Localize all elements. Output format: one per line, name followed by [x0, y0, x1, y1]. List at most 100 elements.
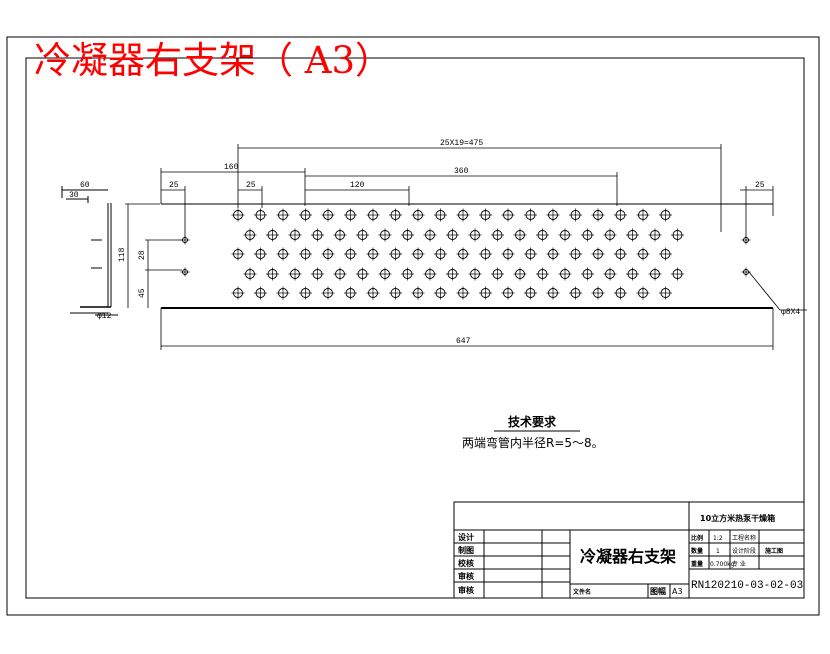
tb-spec-label: 专 业 — [732, 560, 746, 568]
vent-hole — [411, 247, 425, 261]
tb-weight-label: 重量 — [691, 560, 703, 568]
vent-hole — [299, 286, 312, 300]
vent-hole — [636, 286, 650, 300]
tb-stage-value: 施工图 — [765, 547, 783, 555]
drawing-title: 冷凝器右支架（ A3） — [34, 39, 392, 82]
vent-hole — [558, 228, 572, 242]
vent-hole — [648, 228, 662, 242]
tb-project-label: 工程名称 — [732, 534, 756, 542]
vent-hole — [411, 208, 425, 222]
outer-frame — [6, 36, 820, 616]
vent-hole — [389, 247, 402, 261]
vent-hole — [671, 267, 684, 281]
vent-hole — [311, 267, 324, 281]
tb-scale-label: 比例 — [691, 534, 703, 542]
vent-hole — [333, 228, 347, 242]
dim-pitch: 25X19=475 — [440, 139, 483, 148]
vent-hole — [344, 286, 357, 300]
vent-hole — [389, 208, 402, 222]
tb-size-label: 图幅 — [650, 586, 666, 596]
vent-hole — [479, 208, 492, 222]
dim-60: 60 — [80, 181, 90, 190]
vent-hole — [299, 208, 312, 222]
vent-hole — [276, 247, 290, 261]
vent-hole — [614, 247, 627, 261]
vent-hole — [356, 267, 369, 281]
vent-hole — [366, 247, 380, 261]
vent-hole — [266, 267, 279, 281]
vent-hole — [671, 228, 684, 242]
dim-160: 160 — [224, 163, 239, 172]
vent-hole — [446, 267, 459, 281]
plate-outline — [161, 203, 773, 309]
vent-hole — [513, 228, 527, 242]
title-block — [453, 501, 805, 599]
vent-hole — [636, 247, 650, 261]
vent-hole — [569, 286, 582, 300]
left-dims — [125, 203, 182, 308]
tb-sheet-size: A3 — [672, 587, 683, 596]
mount-hole — [741, 235, 751, 245]
dim-647: 647 — [456, 337, 471, 346]
vent-hole — [356, 228, 369, 242]
vent-hole — [524, 208, 537, 222]
dim-28: 28 — [138, 250, 147, 260]
vent-hole — [231, 208, 245, 222]
vent-hole — [344, 208, 357, 222]
dim-360: 360 — [454, 167, 469, 176]
vent-hole — [344, 247, 357, 261]
vent-hole — [243, 228, 257, 242]
vent-hole — [591, 247, 605, 261]
vent-hole — [581, 267, 594, 281]
tb-qty-label: 数量 — [691, 547, 703, 555]
vent-hole — [311, 228, 324, 242]
tb-part-name: 冷凝器右支架 — [580, 547, 676, 566]
vent-hole — [659, 247, 672, 261]
vent-hole — [378, 228, 392, 242]
vent-hole — [626, 267, 639, 281]
tb-row-approve: 审核 — [458, 585, 474, 595]
tb-scale-value: 1:2 — [713, 535, 723, 542]
vent-hole — [648, 267, 662, 281]
notes-line1: 两端弯管内半径R=5～8。 — [462, 435, 604, 450]
mount-hole — [180, 267, 190, 277]
tb-row-design: 设计 — [458, 532, 474, 542]
vent-hole — [501, 247, 515, 261]
vent-hole — [288, 228, 302, 242]
tb-row-draw: 制图 — [458, 545, 474, 555]
mount-hole — [741, 267, 751, 277]
bottom-dims — [160, 271, 807, 350]
vent-hole — [603, 267, 617, 281]
vent-hole — [243, 267, 257, 281]
vent-hole — [513, 267, 527, 281]
vent-hole — [423, 228, 437, 242]
vent-hole — [456, 286, 470, 300]
vent-hole — [479, 247, 492, 261]
vent-hole — [434, 208, 447, 222]
dim-118: 118 — [118, 247, 127, 262]
dim-120: 120 — [350, 181, 365, 190]
top-dims — [160, 144, 774, 238]
vent-hole — [423, 267, 437, 281]
tb-stage-label: 设计阶段 — [732, 547, 756, 555]
vent-hole — [546, 286, 560, 300]
vent-hole — [446, 228, 459, 242]
vent-hole — [491, 267, 504, 281]
vent-hole — [366, 208, 380, 222]
vent-hole — [456, 247, 470, 261]
tb-drawing-no: RN120210-03-02-03 — [691, 580, 803, 592]
vent-hole — [491, 228, 504, 242]
vent-hole — [276, 208, 290, 222]
vent-hole — [254, 247, 267, 261]
tb-qty-value: 1 — [716, 548, 720, 555]
dim-45: 45 — [138, 288, 147, 298]
vent-hole — [456, 208, 470, 222]
dim-25-holes: 25 — [246, 181, 256, 190]
vent-hole — [614, 286, 627, 300]
tb-file-label: 文件名 — [572, 588, 591, 596]
vent-hole — [231, 286, 245, 300]
vent-hole — [434, 286, 447, 300]
vent-hole — [333, 267, 347, 281]
dim-30: 30 — [69, 191, 79, 200]
dim-25-left: 25 — [169, 181, 179, 190]
